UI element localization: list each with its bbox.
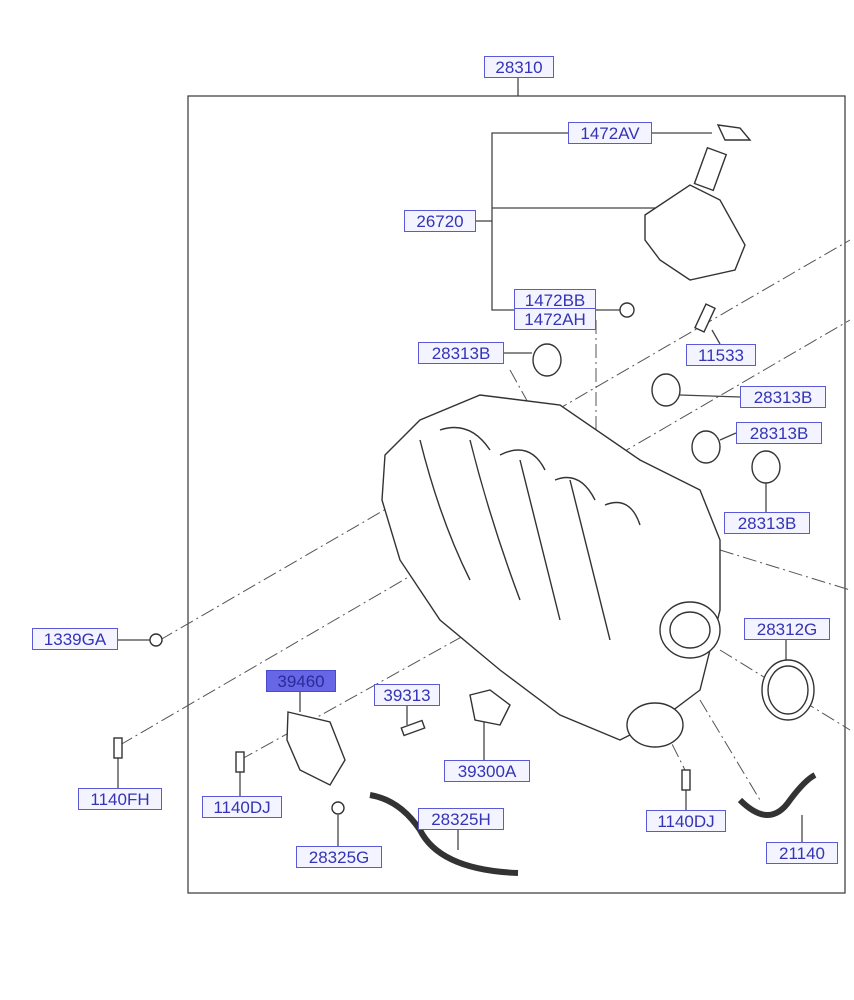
intake-manifold-drawing <box>113 124 817 876</box>
part-label-39300a[interactable]: 39300A <box>444 760 530 782</box>
part-label-28325h[interactable]: 28325H <box>418 808 504 830</box>
part-label-11533[interactable]: 11533 <box>686 344 756 366</box>
part-label-28310[interactable]: 28310 <box>484 56 554 78</box>
part-label-39460-highlighted[interactable]: 39460 <box>266 670 336 692</box>
part-label-28313b[interactable]: 28313B <box>736 422 822 444</box>
part-label-1472bb[interactable]: 1472BB <box>514 289 596 311</box>
part-label-1339ga[interactable]: 1339GA <box>32 628 118 650</box>
part-label-26720[interactable]: 26720 <box>404 210 476 232</box>
part-label-1472ah[interactable]: 1472AH <box>514 308 596 330</box>
assembly-frame <box>187 95 846 894</box>
part-label-1140dj[interactable]: 1140DJ <box>646 810 726 832</box>
part-label-28312g[interactable]: 28312G <box>744 618 830 640</box>
part-label-28313b[interactable]: 28313B <box>724 512 810 534</box>
part-label-1140fh[interactable]: 1140FH <box>78 788 162 810</box>
part-label-28313b[interactable]: 28313B <box>418 342 504 364</box>
part-label-28325g[interactable]: 28325G <box>296 846 382 868</box>
part-label-39313[interactable]: 39313 <box>374 684 440 706</box>
part-label-28313b[interactable]: 28313B <box>740 386 826 408</box>
part-label-1472av[interactable]: 1472AV <box>568 122 652 144</box>
part-label-21140[interactable]: 21140 <box>766 842 838 864</box>
part-label-1140dj[interactable]: 1140DJ <box>202 796 282 818</box>
